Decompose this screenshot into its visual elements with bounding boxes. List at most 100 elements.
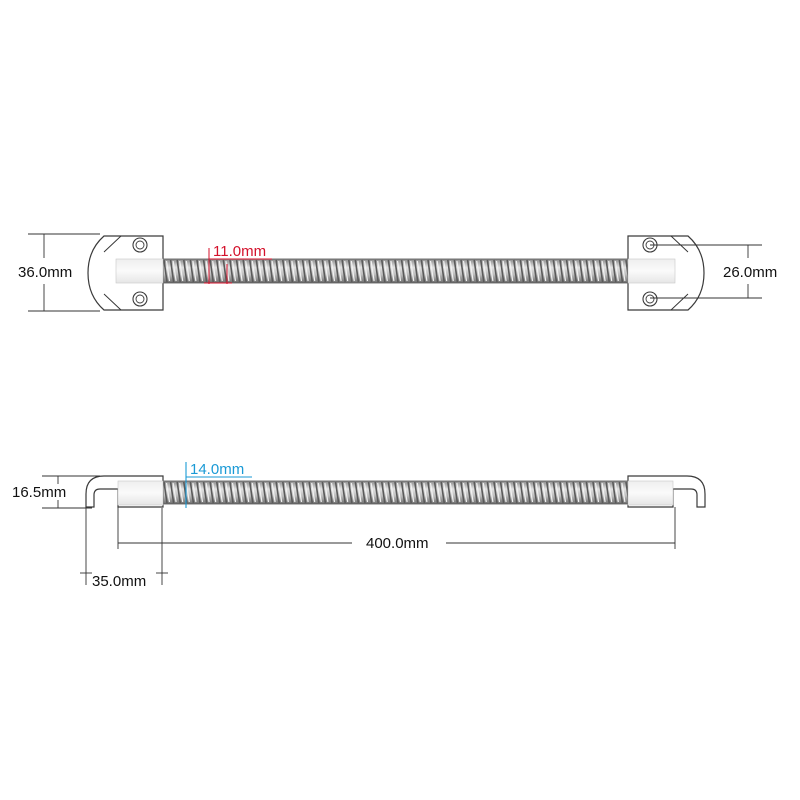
side-coil-winding [354, 481, 360, 504]
top-view: 36.0mm 26.0mm 11.0mm [18, 233, 777, 312]
side-coil-winding [526, 481, 531, 504]
side-coil-winding [308, 481, 313, 504]
top-coil-winding [539, 259, 544, 283]
top-coil-highlight [621, 260, 626, 282]
top-coil-highlight [489, 260, 494, 282]
top-coil-highlight [172, 260, 177, 282]
side-coil-winding [420, 481, 426, 504]
top-coil-winding [598, 259, 604, 283]
top-coil-highlight [370, 260, 375, 282]
top-coil-highlight [278, 260, 283, 282]
side-coil-highlight [469, 482, 474, 503]
side-coil-winding [341, 481, 346, 504]
top-left-bracket-insert [115, 258, 164, 284]
side-coil-highlight [198, 482, 204, 503]
side-coil-highlight [218, 482, 223, 503]
side-coil-highlight [324, 482, 329, 503]
top-right-screw-hole-lower [642, 291, 658, 307]
top-coil-winding [268, 259, 274, 283]
top-coil-highlight [383, 260, 388, 282]
top-coil-highlight [185, 260, 190, 282]
top-coil-highlight [542, 260, 547, 282]
top-coil-winding [585, 259, 591, 283]
top-coil-highlight [535, 260, 540, 282]
top-coil-highlight [614, 260, 619, 282]
side-coil-winding [367, 481, 373, 504]
top-right-bracket-insert [627, 258, 676, 284]
top-coil-winding [262, 259, 267, 283]
side-coil-highlight [179, 482, 184, 503]
side-coil-winding [473, 481, 478, 504]
top-coil-highlight [462, 260, 468, 282]
top-coil-winding [348, 259, 353, 283]
side-coil-winding [387, 481, 393, 504]
top-coil-highlight [469, 260, 474, 282]
top-coil-highlight [212, 260, 217, 282]
top-coil-winding [176, 259, 181, 283]
top-coil-winding [605, 259, 610, 283]
top-left-bracket-chamfer-lower [103, 293, 122, 311]
side-coil-highlight [291, 482, 296, 503]
side-coil-winding [499, 481, 505, 504]
top-coil-winding [282, 259, 287, 283]
side-coil-highlight [370, 482, 375, 503]
top-coil-winding [361, 259, 366, 283]
dimension-14mm: 14.0mm [185, 461, 252, 508]
side-coil-highlight [245, 482, 250, 503]
coil-pitch-label: 11.0mm [213, 243, 266, 260]
top-coil-winding [222, 259, 228, 283]
side-coil-highlight [542, 482, 547, 503]
side-coil-winding [407, 481, 412, 504]
side-coil-winding [176, 481, 181, 504]
side-coil-winding [612, 481, 617, 504]
side-coil-highlight [621, 482, 626, 503]
side-right-cap-insert [627, 480, 674, 506]
top-coil-winding [440, 259, 445, 283]
side-coil-winding [433, 481, 439, 504]
side-coil-highlight [581, 482, 586, 503]
top-right-bracket-chamfer-lower [670, 293, 689, 311]
top-coil-highlight [522, 260, 527, 282]
side-coil-winding [513, 481, 518, 504]
top-coil-highlight [179, 260, 184, 282]
side-coil-winding [598, 481, 604, 504]
side-coil-winding [480, 481, 485, 504]
dimension-11mm: 11.0mm [204, 243, 272, 284]
top-coil-winding [546, 259, 551, 283]
side-coil-highlight [225, 482, 230, 503]
side-left-cap-insert [117, 480, 164, 506]
side-coil-winding [552, 481, 558, 504]
dimension-36mm: 36.0mm [18, 233, 100, 312]
top-coil-winding [447, 259, 452, 283]
top-coil-winding [367, 259, 373, 283]
top-coil-winding [466, 259, 472, 283]
top-coil-winding [242, 259, 247, 283]
side-coil-highlight [416, 482, 421, 503]
top-coil-winding [295, 259, 300, 283]
top-coil-winding [249, 259, 254, 283]
top-coil-highlight [449, 260, 454, 282]
side-coil-highlight [495, 482, 501, 503]
side-coil-winding [169, 481, 175, 504]
top-coil-winding [526, 259, 531, 283]
top-coil-highlight [495, 260, 501, 282]
thickness-label: 16.5mm [12, 484, 66, 501]
side-coil-highlight [555, 482, 560, 503]
side-coil-highlight [390, 482, 395, 503]
top-coil-highlight [423, 260, 428, 282]
side-coil-highlight [429, 482, 435, 503]
top-coil-winding [301, 259, 307, 283]
top-coil-highlight [482, 260, 487, 282]
top-coil-highlight [390, 260, 395, 282]
top-coil-winding [407, 259, 412, 283]
side-coil-winding [394, 481, 399, 504]
top-coil-highlight [548, 260, 553, 282]
top-coil-highlight [337, 260, 342, 282]
dimension-26mm: 26.0mm [650, 244, 777, 299]
top-coil-highlight [198, 260, 204, 282]
side-coil-highlight [212, 482, 217, 503]
top-coil-highlight [297, 260, 303, 282]
side-coil-highlight [192, 482, 197, 503]
top-spring [157, 258, 633, 284]
